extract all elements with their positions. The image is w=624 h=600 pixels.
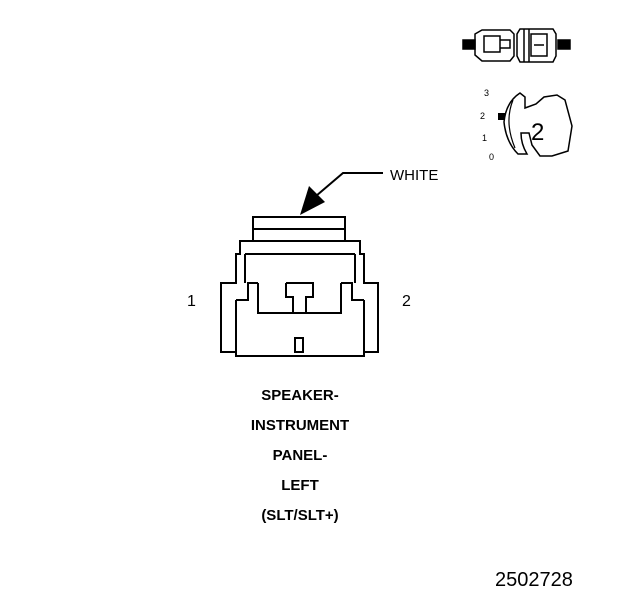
inset-male-half bbox=[474, 29, 515, 62]
wire-color-label: WHITE bbox=[390, 167, 438, 184]
inset-pin-marker bbox=[498, 113, 505, 120]
connector-key bbox=[285, 282, 314, 313]
title-line-3: PANEL- bbox=[273, 447, 328, 464]
inset-right-wire-stub bbox=[557, 39, 571, 50]
scale-label-1: 1 bbox=[482, 133, 487, 143]
connector-cavity bbox=[257, 283, 342, 314]
scale-label-2: 2 bbox=[480, 111, 485, 121]
inset-face-outline bbox=[503, 92, 573, 157]
connector-title: SPEAKER- INSTRUMENT PANEL- LEFT (SLT/SLT… bbox=[251, 387, 349, 524]
connector-face bbox=[220, 216, 379, 357]
leader-arrowhead bbox=[300, 186, 325, 215]
connector-body-outline bbox=[220, 240, 379, 357]
title-line-1: SPEAKER- bbox=[261, 387, 339, 404]
scale-label-3: 3 bbox=[484, 88, 489, 98]
inset-female-half bbox=[516, 28, 557, 63]
pin-2-label: 2 bbox=[402, 293, 411, 310]
scale-label-0: 0 bbox=[489, 152, 494, 162]
inset-connector-side-view bbox=[462, 28, 571, 63]
title-line-4: LEFT bbox=[281, 477, 319, 494]
inset-cavity-count: 2 bbox=[531, 119, 544, 146]
connector-bottom-notch bbox=[294, 337, 304, 353]
pin-1-label: 1 bbox=[187, 293, 196, 310]
title-line-2: INSTRUMENT bbox=[251, 417, 349, 434]
wire-color-leader bbox=[300, 172, 383, 215]
title-line-5: (SLT/SLT+) bbox=[261, 507, 338, 524]
inset-cavity-face-view: 3 2 1 0 2 bbox=[480, 88, 573, 162]
figure-id: 2502728 bbox=[495, 569, 573, 591]
inset-left-wire-stub bbox=[462, 39, 476, 50]
